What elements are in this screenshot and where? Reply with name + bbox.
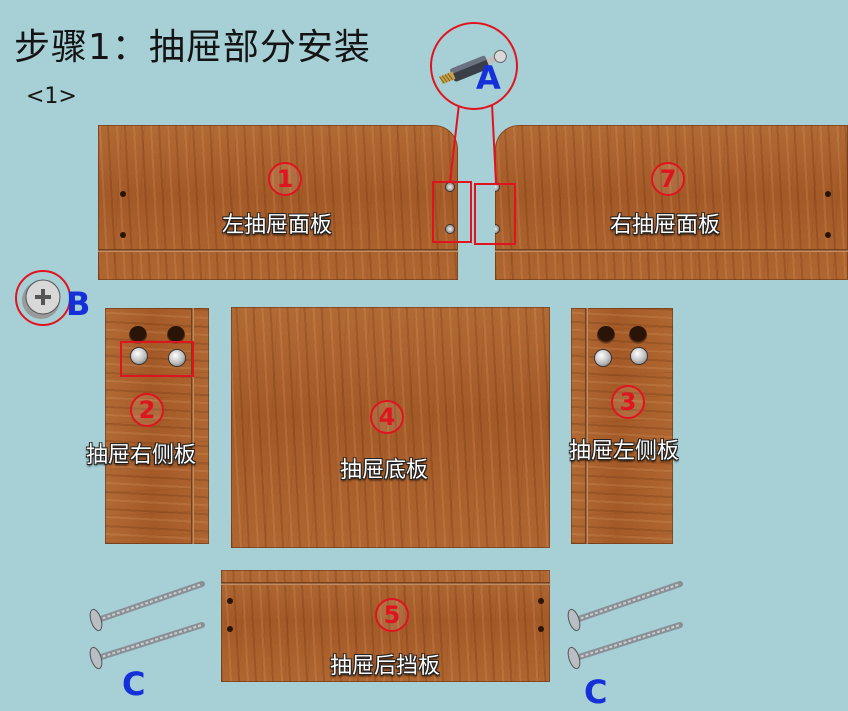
part-number-7: 7 <box>651 162 685 196</box>
cam-lock <box>631 348 647 364</box>
part-number-2: 2 <box>130 393 164 427</box>
part-7-right-drawer-front <box>495 125 848 280</box>
screw-hole <box>227 598 233 604</box>
cam-lock <box>595 350 611 366</box>
part-label-3: 抽屉左侧板 <box>569 439 680 464</box>
cam-hole <box>167 326 185 344</box>
cam-hole <box>629 326 647 344</box>
substep-label: <1> <box>26 84 77 109</box>
screw-hole <box>538 626 544 632</box>
part-label-4: 抽屉底板 <box>340 458 429 483</box>
cam-bolt-dot <box>446 183 454 191</box>
hardware-b-callout <box>15 270 71 326</box>
hardware-c-letter-right: C <box>584 673 608 711</box>
hardware-b-letter: B <box>66 285 91 323</box>
screw-hole <box>120 191 126 197</box>
part-label-5: 抽屉后挡板 <box>330 654 441 679</box>
part-3-drawer-left-side <box>571 308 673 544</box>
cam-lock <box>131 348 147 364</box>
cam-bolt-highlight-right <box>474 183 516 245</box>
part-label-7: 右抽屉面板 <box>610 213 721 238</box>
part-number-5: 5 <box>375 598 409 632</box>
part-number-4: 4 <box>370 400 404 434</box>
hardware-a-callout <box>430 22 518 110</box>
cam-lock-highlight <box>120 341 194 377</box>
cam-bolt-dot <box>495 225 499 233</box>
page-title: 步骤1：抽屉部分安装 <box>14 27 371 68</box>
cam-hole <box>597 326 615 344</box>
groove <box>585 308 588 544</box>
part-2-drawer-right-side <box>105 308 209 544</box>
groove <box>98 249 458 252</box>
screw-hole <box>120 232 126 238</box>
screw-icon-right <box>567 581 683 670</box>
cam-bolt-icon <box>439 49 507 85</box>
groove <box>191 308 194 544</box>
part-label-2: 抽屉右侧板 <box>86 443 197 468</box>
cam-lock <box>169 350 185 366</box>
cam-hole <box>129 326 147 344</box>
screw-hole <box>825 232 831 238</box>
part-number-1: 1 <box>268 162 302 196</box>
part-label-1: 左抽屉面板 <box>222 213 333 238</box>
part-1-left-drawer-front <box>98 125 458 280</box>
screw-hole <box>538 598 544 604</box>
hardware-c-letter-left: C <box>122 665 146 703</box>
screw-hole <box>227 626 233 632</box>
groove <box>221 582 550 585</box>
cam-bolt-highlight-left <box>432 181 472 243</box>
hardware-a-letter: A <box>476 59 501 97</box>
screw-hole <box>825 191 831 197</box>
screw-icon-left <box>89 581 205 670</box>
part-number-3: 3 <box>611 385 645 419</box>
cam-bolt-dot <box>446 225 454 233</box>
cam-bolt-dot <box>495 183 499 191</box>
cam-lock-icon <box>22 279 61 319</box>
groove <box>495 249 848 252</box>
